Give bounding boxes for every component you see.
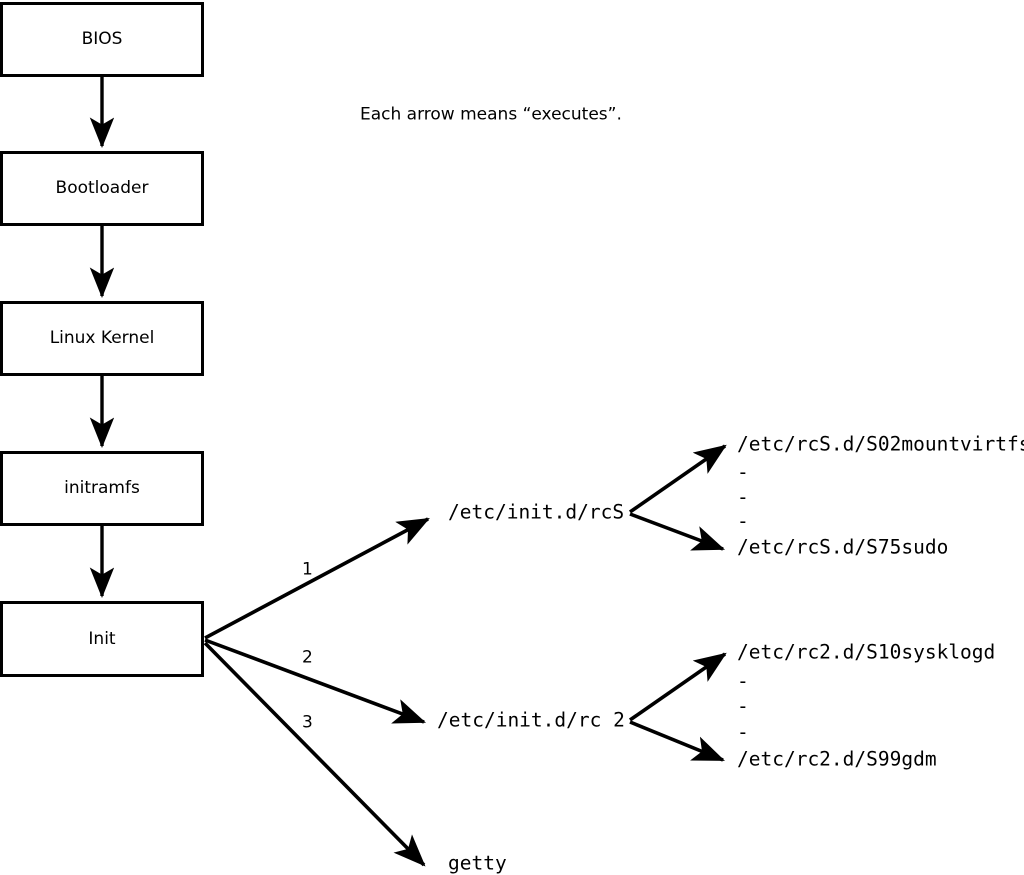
node-label-initramfs: initramfs	[64, 478, 140, 498]
edge-rc2-to-last	[629, 720, 725, 762]
node-box-bootloader[interactable]: Bootloader	[0, 151, 204, 226]
node-box-init[interactable]: Init	[0, 601, 204, 677]
edge-init-to-rc2	[204, 638, 427, 724]
node-label-linux-kernel: Linux Kernel	[49, 328, 155, 348]
edge-rcs-to-last	[629, 512, 726, 551]
edge-number-3: 3	[302, 712, 313, 733]
label-rc2-d-s99gdm[interactable]: /etc/rc2.d/S99gdm	[737, 747, 937, 771]
edge-init-to-getty	[203, 641, 426, 867]
edge-number-2: 2	[302, 647, 313, 668]
label-rc2-d-s10sysklogd[interactable]: /etc/rc2.d/S10sysklogd	[737, 640, 996, 664]
edge-init-to-rcs	[204, 517, 430, 640]
node-label-bios: BIOS	[81, 29, 123, 49]
ellipsis-dash-rc2-3: -	[737, 720, 749, 744]
node-box-linux-kernel[interactable]: Linux Kernel	[0, 301, 204, 376]
ellipsis-dash-rc2-1: -	[737, 669, 749, 693]
edge-rc2-to-first	[628, 652, 727, 722]
label-getty[interactable]: getty	[448, 851, 507, 875]
legend-note: Each arrow means “executes”.	[360, 104, 622, 125]
node-box-initramfs[interactable]: initramfs	[0, 451, 204, 526]
edge-rcs-to-first	[628, 444, 727, 514]
label-etc-init-d-rc-2[interactable]: /etc/init.d/rc 2	[437, 708, 625, 732]
label-etc-init-d-rcs[interactable]: /etc/init.d/rcS	[448, 500, 625, 524]
ellipsis-dash-rcs-2: -	[737, 485, 749, 509]
node-box-bios[interactable]: BIOS	[0, 2, 204, 77]
ellipsis-dash-rcs-1: -	[737, 460, 749, 484]
ellipsis-dash-rcs-3: -	[737, 509, 749, 533]
label-rcs-d-s75sudo[interactable]: /etc/rcS.d/S75sudo	[737, 535, 949, 559]
label-rcs-d-s02mountvirtfs[interactable]: /etc/rcS.d/S02mountvirtfs	[737, 432, 1024, 456]
node-label-init: Init	[88, 628, 116, 649]
node-label-bootloader: Bootloader	[55, 178, 149, 198]
ellipsis-dash-rc2-2: -	[737, 694, 749, 718]
edge-number-1: 1	[302, 559, 313, 580]
